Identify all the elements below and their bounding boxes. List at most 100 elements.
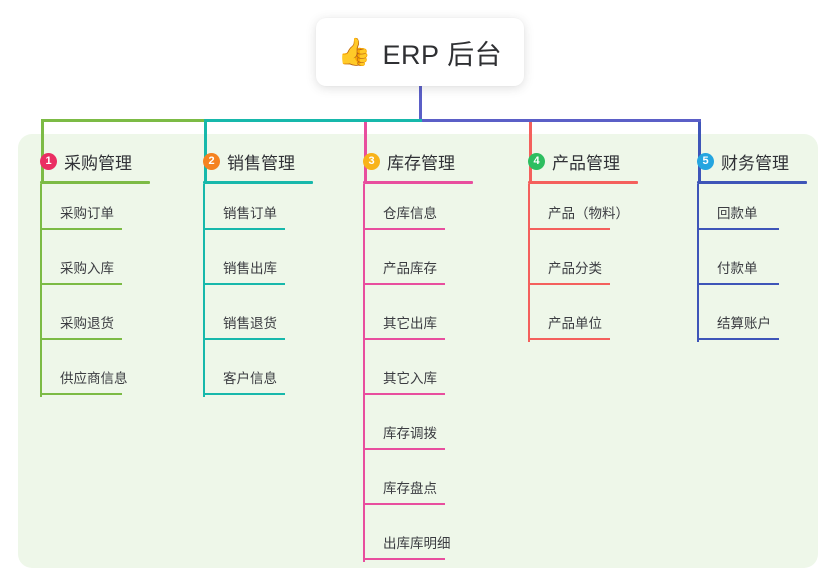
branch-item[interactable]: 仓库信息 bbox=[363, 196, 473, 230]
branch-item-label: 销售订单 bbox=[223, 206, 277, 221]
branch-item[interactable]: 其它出库 bbox=[363, 306, 473, 340]
branch-item-rule bbox=[363, 228, 445, 230]
root-title-inner: 👍 ERP 后台 bbox=[338, 33, 502, 72]
page-title: ERP 后台 bbox=[382, 39, 503, 70]
branch-title-label: 产品管理 bbox=[552, 153, 620, 173]
branch-number-badge-2: 2 bbox=[203, 152, 220, 170]
branch-item[interactable]: 回款单 bbox=[697, 196, 807, 230]
branch-item-label: 产品（物料） bbox=[548, 206, 629, 221]
branch-header-销售管理[interactable]: 2 销售管理 bbox=[203, 148, 295, 174]
branch-item-label: 销售出库 bbox=[223, 261, 277, 276]
thumbs-up-icon: 👍 bbox=[337, 36, 372, 67]
branch-item[interactable]: 产品（物料） bbox=[528, 196, 638, 230]
branch-item[interactable]: 库存盘点 bbox=[363, 471, 473, 505]
branch-header-rule bbox=[40, 181, 150, 184]
branch-item-label: 付款单 bbox=[717, 261, 758, 276]
branch-bus-2 bbox=[204, 119, 422, 122]
branch-item-label: 结算账户 bbox=[717, 316, 771, 331]
branch-title-label: 采购管理 bbox=[64, 153, 132, 173]
branch-item-label: 客户信息 bbox=[223, 371, 277, 386]
branches-panel bbox=[18, 134, 818, 568]
branch-item-label: 销售退货 bbox=[223, 316, 277, 331]
branch-item-rule bbox=[697, 283, 779, 285]
branch-item-rule bbox=[363, 393, 445, 395]
branch-header-财务管理[interactable]: 5 财务管理 bbox=[697, 148, 789, 174]
branch-item[interactable]: 产品分类 bbox=[528, 251, 638, 285]
branch-title-label: 财务管理 bbox=[721, 153, 789, 173]
branch-item[interactable]: 采购入库 bbox=[40, 251, 150, 285]
branch-trunk-line bbox=[203, 184, 205, 397]
branch-item-label: 采购退货 bbox=[60, 316, 114, 331]
branch-item-label: 供应商信息 bbox=[60, 371, 128, 386]
branch-trunk-line bbox=[528, 184, 530, 342]
branch-item-rule bbox=[203, 283, 285, 285]
branch-item-label: 产品库存 bbox=[383, 261, 437, 276]
branch-item[interactable]: 库存调拨 bbox=[363, 416, 473, 450]
branch-item[interactable]: 采购退货 bbox=[40, 306, 150, 340]
branch-item-rule bbox=[528, 338, 610, 340]
branch-item[interactable]: 供应商信息 bbox=[40, 361, 150, 395]
branch-item-rule bbox=[528, 283, 610, 285]
root-stem-connector bbox=[419, 86, 422, 122]
branch-item[interactable]: 出库库明细 bbox=[363, 526, 473, 560]
branch-item-label: 回款单 bbox=[717, 206, 758, 221]
branch-item-label: 仓库信息 bbox=[383, 206, 437, 221]
branch-item-label: 其它出库 bbox=[383, 316, 437, 331]
branch-bus-5 bbox=[419, 119, 701, 122]
branch-item[interactable]: 其它入库 bbox=[363, 361, 473, 395]
branch-header-产品管理[interactable]: 4 产品管理 bbox=[528, 148, 620, 174]
branch-item[interactable]: 产品单位 bbox=[528, 306, 638, 340]
branch-item-rule bbox=[363, 503, 445, 505]
branch-item-label: 产品单位 bbox=[548, 316, 602, 331]
branch-item-label: 库存调拨 bbox=[383, 426, 437, 441]
branch-item-rule bbox=[528, 228, 610, 230]
branch-number-badge-4: 4 bbox=[528, 152, 545, 170]
branch-title-label: 销售管理 bbox=[227, 153, 295, 173]
root-title-card[interactable]: 👍 ERP 后台 bbox=[316, 18, 524, 86]
branch-number-badge-5: 5 bbox=[697, 152, 714, 170]
branch-item[interactable]: 产品库存 bbox=[363, 251, 473, 285]
branch-item-rule bbox=[363, 558, 445, 560]
branch-item-rule bbox=[203, 228, 285, 230]
branch-number-badge-1: 1 bbox=[40, 152, 57, 170]
branch-title-label: 库存管理 bbox=[387, 153, 455, 173]
branch-item-rule bbox=[203, 393, 285, 395]
branch-header-rule bbox=[697, 181, 807, 184]
branch-stub-4 bbox=[529, 119, 532, 181]
branch-stub-3 bbox=[364, 119, 367, 181]
branch-item-label: 出库库明细 bbox=[383, 536, 451, 551]
branch-trunk-line bbox=[697, 184, 699, 342]
branch-item-label: 其它入库 bbox=[383, 371, 437, 386]
branch-item[interactable]: 销售退货 bbox=[203, 306, 313, 340]
branch-item[interactable]: 采购订单 bbox=[40, 196, 150, 230]
branch-stub-1 bbox=[41, 119, 44, 181]
branch-header-库存管理[interactable]: 3 库存管理 bbox=[363, 148, 455, 174]
branch-item-rule bbox=[363, 283, 445, 285]
branch-item[interactable]: 销售出库 bbox=[203, 251, 313, 285]
branch-item-label: 产品分类 bbox=[548, 261, 602, 276]
branch-item-rule bbox=[203, 338, 285, 340]
branch-stub-2 bbox=[204, 119, 207, 181]
branch-item-rule bbox=[697, 338, 779, 340]
branch-item-rule bbox=[40, 283, 122, 285]
branch-trunk-line bbox=[363, 184, 365, 562]
branch-number-badge-3: 3 bbox=[363, 152, 380, 170]
branch-trunk-line bbox=[40, 184, 42, 397]
branch-item-label: 采购入库 bbox=[60, 261, 114, 276]
branch-header-rule bbox=[528, 181, 638, 184]
branch-header-rule bbox=[363, 181, 473, 184]
branch-item-rule bbox=[363, 448, 445, 450]
branch-header-rule bbox=[203, 181, 313, 184]
branch-item[interactable]: 付款单 bbox=[697, 251, 807, 285]
branch-item-rule bbox=[40, 228, 122, 230]
branch-item-rule bbox=[40, 338, 122, 340]
branch-item-label: 库存盘点 bbox=[383, 481, 437, 496]
branch-item[interactable]: 客户信息 bbox=[203, 361, 313, 395]
branch-item-rule bbox=[363, 338, 445, 340]
branch-item[interactable]: 销售订单 bbox=[203, 196, 313, 230]
branch-item[interactable]: 结算账户 bbox=[697, 306, 807, 340]
branch-item-label: 采购订单 bbox=[60, 206, 114, 221]
branch-header-采购管理[interactable]: 1 采购管理 bbox=[40, 148, 132, 174]
branch-item-rule bbox=[40, 393, 122, 395]
